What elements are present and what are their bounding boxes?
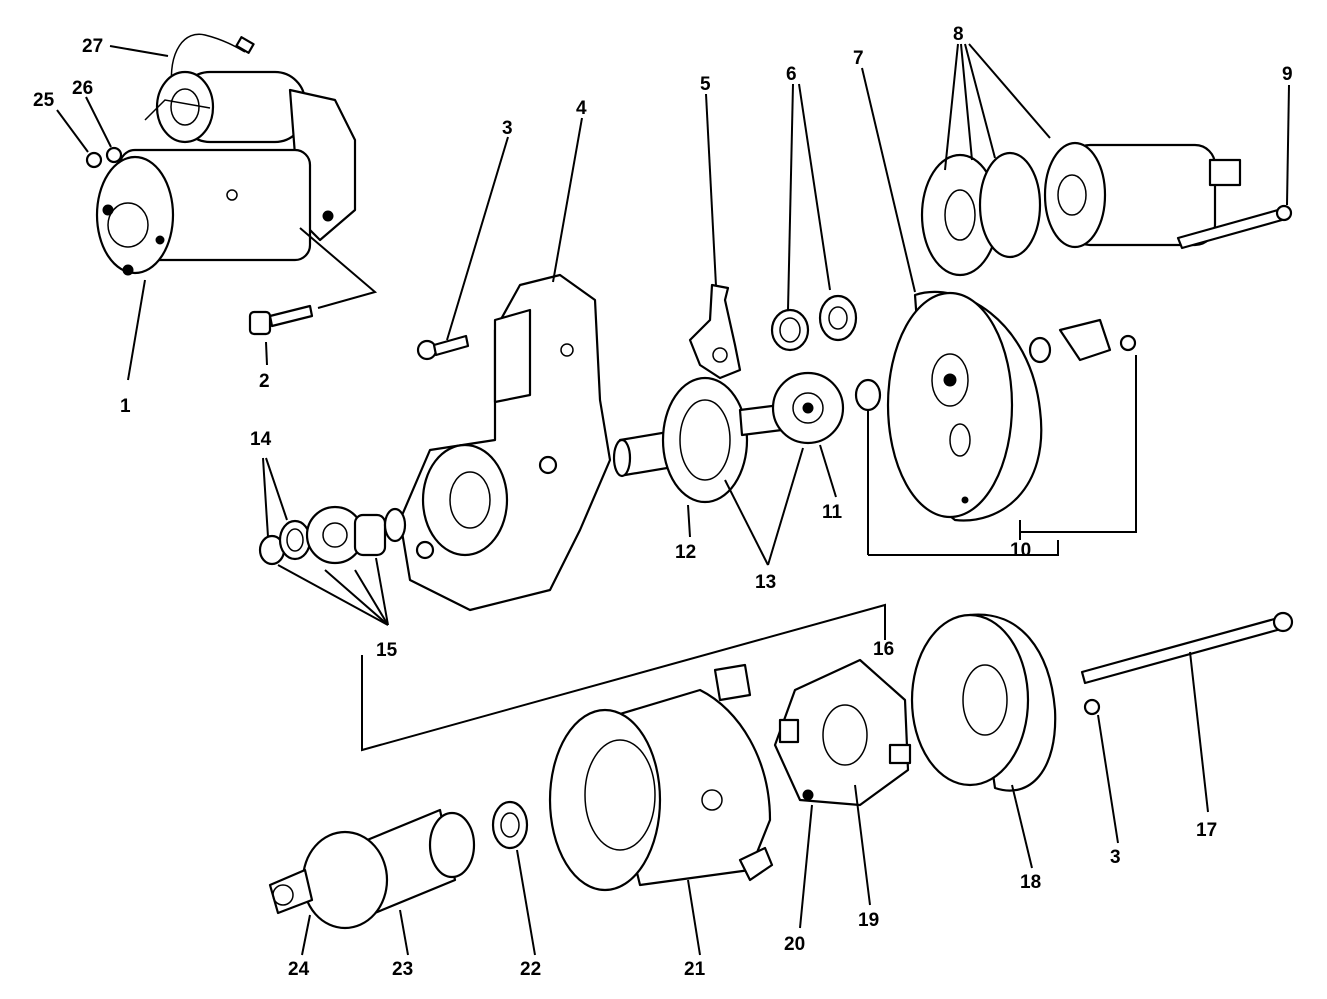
callout-1: 1 <box>120 396 131 417</box>
callout-18: 18 <box>1020 872 1041 893</box>
callout-3-lower: 3 <box>1110 847 1121 868</box>
callout-2: 2 <box>259 371 270 392</box>
callout-23: 23 <box>392 959 413 980</box>
screw-3-lower <box>1083 698 1101 716</box>
callout-19: 19 <box>858 910 879 931</box>
callout-9: 9 <box>1282 64 1293 85</box>
planet-gear-11 <box>771 371 845 445</box>
callout-3-upper: 3 <box>502 118 513 139</box>
housing-plate-7 <box>886 290 1043 522</box>
bearing-22 <box>491 800 529 850</box>
callout-16: 16 <box>873 639 894 660</box>
callout-11: 11 <box>822 502 843 523</box>
callout-21: 21 <box>684 959 706 980</box>
brush-holder-19 <box>773 658 912 807</box>
bracket-10 <box>1028 318 1137 364</box>
leader-lines <box>56 43 1290 956</box>
callout-24: 24 <box>288 959 310 980</box>
starter-motor-assembly <box>85 33 357 276</box>
bolt-9 <box>1176 204 1293 250</box>
drive-end-housing-4 <box>398 273 612 612</box>
screw-3-upper <box>416 334 470 361</box>
armature-23 <box>268 808 476 930</box>
callout-7: 7 <box>853 48 864 69</box>
callout-14: 14 <box>250 429 272 450</box>
end-cover-18 <box>910 613 1057 792</box>
spring-retainer-6 <box>770 294 858 352</box>
callout-22: 22 <box>520 959 541 980</box>
shift-lever-5 <box>688 283 742 380</box>
callout-27: 27 <box>82 36 103 57</box>
callout-26: 26 <box>72 78 93 99</box>
callout-12: 12 <box>675 542 696 563</box>
bolt-2 <box>248 304 314 336</box>
callout-6: 6 <box>786 64 797 85</box>
callout-8: 8 <box>953 24 964 45</box>
callout-25: 25 <box>33 90 55 111</box>
washer <box>854 378 882 412</box>
callout-15: 15 <box>376 640 398 661</box>
solenoid-8 <box>920 141 1242 277</box>
planetary-shaft-12 <box>612 376 784 504</box>
callout-4: 4 <box>576 98 587 119</box>
callout-5: 5 <box>700 74 711 95</box>
pinion-clutch-15 <box>258 505 407 566</box>
callout-10: 10 <box>1010 540 1031 561</box>
callout-17: 17 <box>1196 820 1217 841</box>
callout-13: 13 <box>755 572 776 593</box>
yoke-21 <box>548 663 774 892</box>
callout-labels: 27 25 26 1 2 3 4 5 6 7 8 9 14 15 12 13 1… <box>33 24 1293 980</box>
callout-20: 20 <box>784 934 805 955</box>
through-bolt-17 <box>1080 611 1294 685</box>
